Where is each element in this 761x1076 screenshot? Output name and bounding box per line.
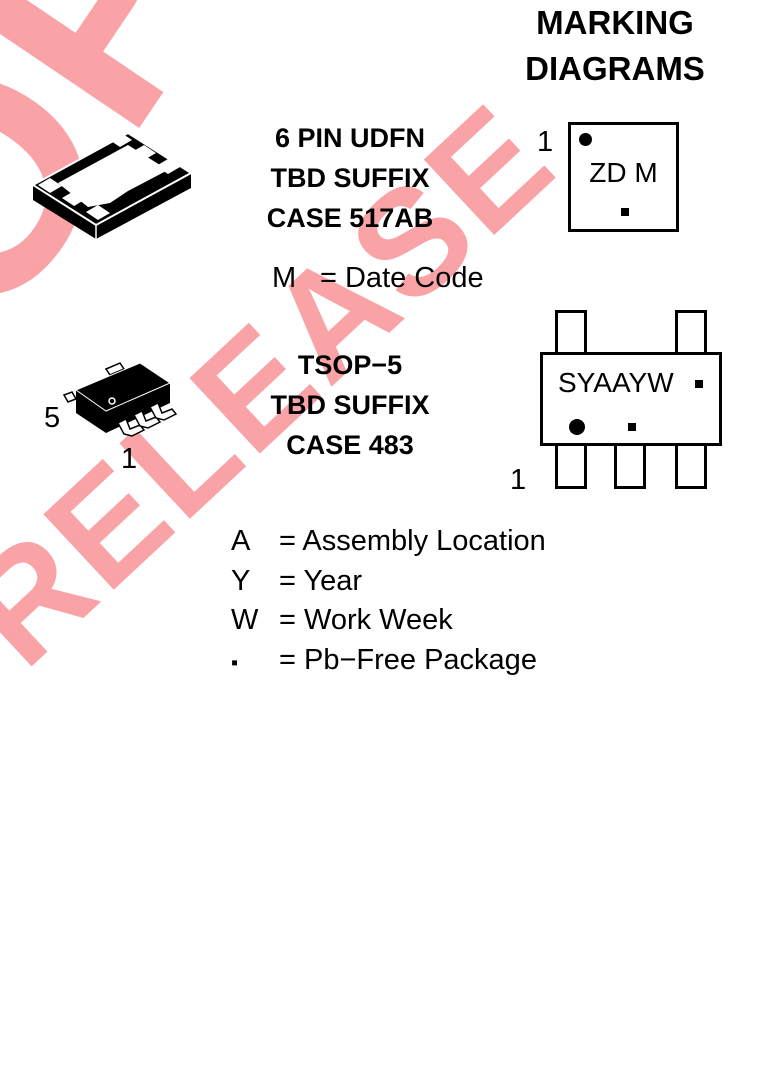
tsop-marking-text: SYAAYW — [558, 367, 674, 398]
tsop-marking-diagram: SYAAYW — [540, 310, 725, 492]
tsop-marking-pin1-label: 1 — [510, 464, 527, 496]
udfn-line-3: CASE 517AB — [266, 203, 434, 233]
tsop-body: SYAAYW — [540, 352, 722, 446]
legend-key: A — [231, 525, 251, 557]
tsop-line-3: CASE 483 — [286, 430, 414, 460]
tsop-package-icon — [62, 362, 178, 437]
pin1-dot-icon — [579, 133, 592, 146]
title-line-2: DIAGRAMS — [525, 50, 705, 87]
title-line-1: MARKING — [536, 4, 694, 41]
udfn-marking-diagram: ZD M — [568, 122, 679, 232]
tsop-package-info: TSOP−5 TBD SUFFIX CASE 483 — [240, 345, 460, 465]
bottom-lead — [614, 443, 646, 489]
legend-row: A = Assembly Location — [231, 521, 546, 561]
top-lead — [555, 310, 587, 353]
legend-key-pb-free-icon: ▪ — [231, 652, 239, 674]
pin1-dot-icon — [569, 419, 585, 435]
tsop-pin1-label: 1 — [121, 443, 138, 475]
top-lead — [675, 310, 707, 353]
udfn-pin1-label: 1 — [537, 126, 554, 158]
tsop-line-1: TSOP−5 — [297, 350, 403, 380]
legend-desc: = Work Week — [279, 604, 453, 636]
udfn-package-info: 6 PIN UDFN TBD SUFFIX CASE 517AB — [240, 118, 460, 238]
legend-key: W — [231, 604, 259, 636]
legend-row: Y = Year — [231, 561, 362, 601]
bottom-lead — [675, 443, 707, 489]
tsop-line-2: TBD SUFFIX — [270, 390, 430, 420]
legend-desc: = Assembly Location — [279, 525, 546, 557]
legend-row: W = Work Week — [231, 600, 453, 640]
legend-key: Y — [231, 565, 251, 597]
legend-desc: = Date Code — [320, 262, 484, 294]
udfn-legend: M = Date Code — [272, 262, 484, 295]
udfn-marking-text: ZD M — [589, 157, 658, 188]
udfn-line-1: 6 PIN UDFN — [274, 123, 426, 153]
tsop-pin5-label: 5 — [44, 402, 61, 434]
udfn-package-icon — [31, 131, 193, 239]
legend-desc: = Year — [279, 565, 363, 597]
pb-free-dot-icon — [628, 423, 636, 431]
pb-free-dot-icon — [621, 208, 629, 216]
marking-diagrams-title: MARKING DIAGRAMS — [500, 0, 730, 92]
udfn-line-2: TBD SUFFIX — [270, 163, 430, 193]
bottom-lead — [555, 443, 587, 489]
legend-desc: = Pb−Free Package — [279, 644, 537, 676]
legend-key: M — [272, 262, 297, 294]
legend-row: ▪ = Pb−Free Package — [231, 640, 537, 680]
pb-free-dot-icon — [695, 380, 703, 388]
